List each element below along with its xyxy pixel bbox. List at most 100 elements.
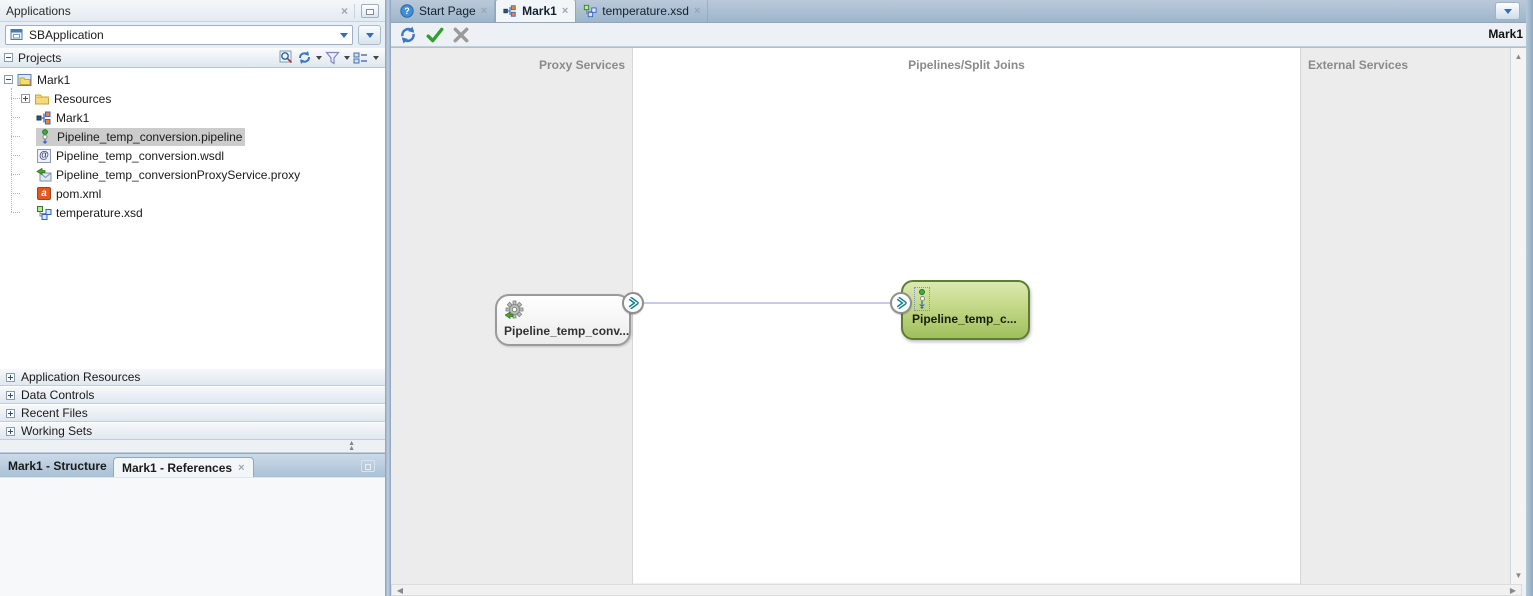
close-icon[interactable]: × xyxy=(238,462,245,474)
xsd-schema-icon xyxy=(36,205,52,221)
wsdl-icon: @ xyxy=(36,148,52,164)
search-icon[interactable] xyxy=(279,50,294,65)
refresh-icon[interactable] xyxy=(297,50,312,65)
chevron-down-icon xyxy=(1503,8,1512,14)
chevron-down-icon[interactable] xyxy=(373,55,379,60)
tree-selection: Pipeline_temp_conversion.pipeline xyxy=(36,127,246,146)
tree-item-resources[interactable]: Resources xyxy=(0,89,385,108)
tab-list-button[interactable] xyxy=(1495,2,1520,20)
node-label: Pipeline_temp_c... xyxy=(912,312,1017,326)
scroll-up-icon[interactable]: ▲ xyxy=(1514,52,1523,61)
tab-mark1-references[interactable]: Mark1 - References × xyxy=(113,457,254,478)
view-options-icon[interactable] xyxy=(353,51,369,65)
navigator-menu-button[interactable] xyxy=(358,25,381,45)
tree-item-label: Resources xyxy=(54,91,112,106)
accordion-label: Application Resources xyxy=(21,370,141,384)
tree-item-proxy-file[interactable]: Pipeline_temp_conversionProxyService.pro… xyxy=(0,165,385,184)
close-icon[interactable]: × xyxy=(480,5,488,17)
window-edge xyxy=(1526,0,1533,596)
context-label: Mark1 xyxy=(1488,27,1523,41)
panel-splitter[interactable]: ▲▲ xyxy=(0,440,385,453)
close-icon[interactable]: × xyxy=(693,5,701,17)
accordion-working-sets[interactable]: Working Sets xyxy=(0,422,385,440)
column-title-pipelines: Pipelines/Split Joins xyxy=(908,58,1025,72)
accordion-data-controls[interactable]: Data Controls xyxy=(0,386,385,404)
tab-label: temperature.xsd xyxy=(602,4,689,18)
pipeline-icon xyxy=(37,128,53,145)
accordion-application-resources[interactable]: Application Resources xyxy=(0,368,385,386)
expand-icon[interactable] xyxy=(21,94,30,103)
applications-panel-title: Applications xyxy=(6,3,71,18)
proxy-output-port[interactable] xyxy=(622,292,644,314)
proxy-service-node[interactable]: Pipeline_temp_conv... xyxy=(495,294,631,346)
chevron-down-icon xyxy=(365,32,374,38)
expand-icon[interactable] xyxy=(6,408,15,418)
scroll-right-icon[interactable]: ▶ xyxy=(1509,585,1517,595)
application-selector-row: SBApplication xyxy=(0,22,385,48)
minimize-icon[interactable] xyxy=(361,3,379,18)
application-select[interactable]: SBApplication xyxy=(5,25,353,45)
tab-label: Mark1 xyxy=(522,4,557,18)
expand-icon[interactable] xyxy=(6,426,15,436)
synchronize-button[interactable] xyxy=(399,26,417,44)
structure-panel-header: Mark1 - Structure Mark1 - References × xyxy=(0,453,385,478)
close-icon[interactable]: × xyxy=(561,5,569,17)
application-select-value: SBApplication xyxy=(29,28,104,42)
tree-item-label: temperature.xsd xyxy=(56,205,143,220)
collapse-icon[interactable] xyxy=(4,53,13,62)
editor-tabbar: ? Start Page × Mark1 × xyxy=(391,0,1533,23)
tree-item-wsdl-file[interactable]: @ Pipeline_temp_conversion.wsdl xyxy=(0,146,385,165)
scroll-left-icon[interactable]: ◀ xyxy=(396,585,404,595)
tree-item-xsd-file[interactable]: temperature.xsd xyxy=(0,203,385,222)
delete-x-button[interactable] xyxy=(453,27,469,43)
external-services-column xyxy=(1300,48,1510,584)
help-icon: ? xyxy=(400,4,414,18)
vertical-scrollbar[interactable]: ▲ ▼ xyxy=(1510,48,1526,584)
splitter-collapse-icon[interactable]: ▲▲ xyxy=(348,440,355,452)
port-chevron-icon xyxy=(896,297,907,309)
pipeline-node[interactable]: Pipeline_temp_c... xyxy=(901,280,1030,340)
expand-icon[interactable] xyxy=(6,372,15,382)
folder-icon xyxy=(34,91,50,107)
pipeline-service-icon xyxy=(36,110,52,126)
tree-item-label: Mark1 xyxy=(56,110,90,125)
validate-check-button[interactable] xyxy=(426,27,444,43)
tree-item-label: Mark1 xyxy=(37,72,71,87)
tab-temperature-xsd[interactable]: temperature.xsd × xyxy=(576,0,709,22)
tab-label: Mark1 - References xyxy=(122,461,233,475)
chevron-down-icon[interactable] xyxy=(316,55,322,60)
chevron-down-icon[interactable] xyxy=(344,55,350,60)
navigator-accordions: Application Resources Data Controls Rece… xyxy=(0,368,385,440)
navigator-editor-splitter[interactable] xyxy=(385,0,391,596)
service-overview-canvas[interactable]: Proxy Services Pipelines/Split Joins Ext… xyxy=(391,47,1533,584)
application-icon xyxy=(10,29,23,40)
tree-item-mark1-project[interactable]: Mark1 xyxy=(0,70,385,89)
close-icon[interactable]: × xyxy=(335,3,355,18)
projects-tree: Mark1 Resources xyxy=(0,68,385,368)
filter-icon[interactable] xyxy=(325,51,340,65)
projects-section-header[interactable]: Projects xyxy=(0,48,385,68)
accordion-label: Recent Files xyxy=(21,406,88,420)
tab-mark1[interactable]: Mark1 × xyxy=(495,0,577,22)
collapse-icon[interactable] xyxy=(4,75,13,84)
tree-item-label: pom.xml xyxy=(56,186,102,201)
accordion-label: Working Sets xyxy=(21,424,93,438)
accordion-recent-files[interactable]: Recent Files xyxy=(0,404,385,422)
tree-guide-line xyxy=(11,88,12,212)
tab-start-page[interactable]: ? Start Page × xyxy=(393,0,496,22)
node-label: Pipeline_temp_conv... xyxy=(504,324,630,338)
horizontal-scrollbar[interactable]: ◀ ▶ xyxy=(391,584,1522,596)
port-chevron-icon xyxy=(628,297,639,309)
scroll-down-icon[interactable]: ▼ xyxy=(1514,571,1523,580)
expand-icon[interactable] xyxy=(6,390,15,400)
minimize-icon[interactable] xyxy=(361,460,375,472)
applications-panel-header: Applications × xyxy=(0,0,385,22)
tab-mark1-structure[interactable]: Mark1 - Structure xyxy=(8,459,107,473)
tree-item-pipeline-file[interactable]: Pipeline_temp_conversion.pipeline xyxy=(0,127,385,146)
tab-label: Start Page xyxy=(419,4,476,18)
pipeline-input-port[interactable] xyxy=(890,292,912,314)
tree-item-mark1-service[interactable]: Mark1 xyxy=(0,108,385,127)
applications-navigator: Applications × SBApplication Projects xyxy=(0,0,385,596)
tree-item-pom-file[interactable]: a pom.xml xyxy=(0,184,385,203)
